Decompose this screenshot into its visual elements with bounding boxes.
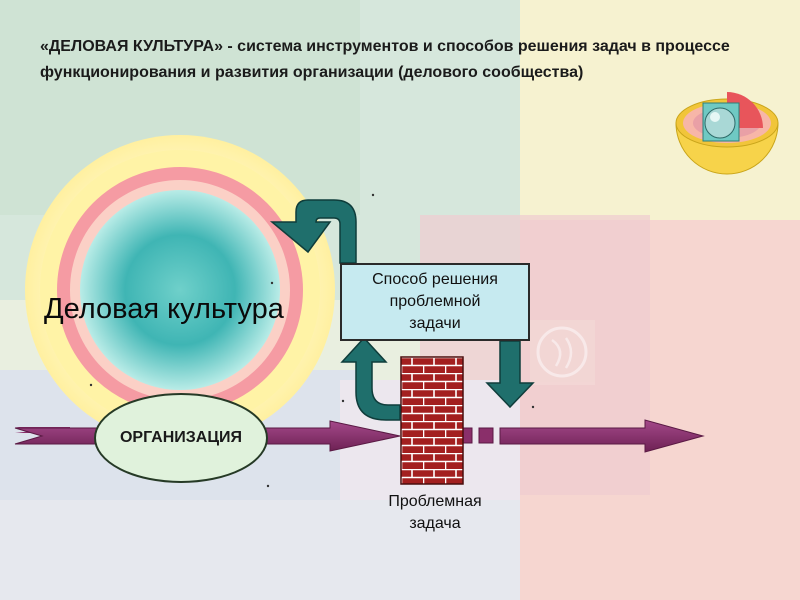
method-box: Способ решения проблемной задачи: [340, 263, 530, 341]
brick-wall: [400, 356, 464, 485]
problem-label: Проблемная задача: [388, 493, 482, 532]
slide-heading: «ДЕЛОВАЯ КУЛЬТУРА» - система инструменто…: [40, 38, 730, 81]
organization-node: [94, 393, 268, 483]
method-label: Способ решения проблемной задачи: [372, 271, 498, 332]
culture-circle: [25, 135, 335, 445]
decorative-dots: [89, 193, 535, 488]
culture-label: Деловая культура: [44, 293, 284, 325]
watermark-logo-icon: [530, 320, 595, 385]
organization-label: ОРГАНИЗАЦИЯ: [119, 429, 243, 446]
arrow-down: [485, 340, 535, 409]
hemisphere-icon: [675, 92, 779, 175]
curved-arrow-up: [269, 199, 357, 264]
curved-arrow-left: [340, 336, 401, 421]
